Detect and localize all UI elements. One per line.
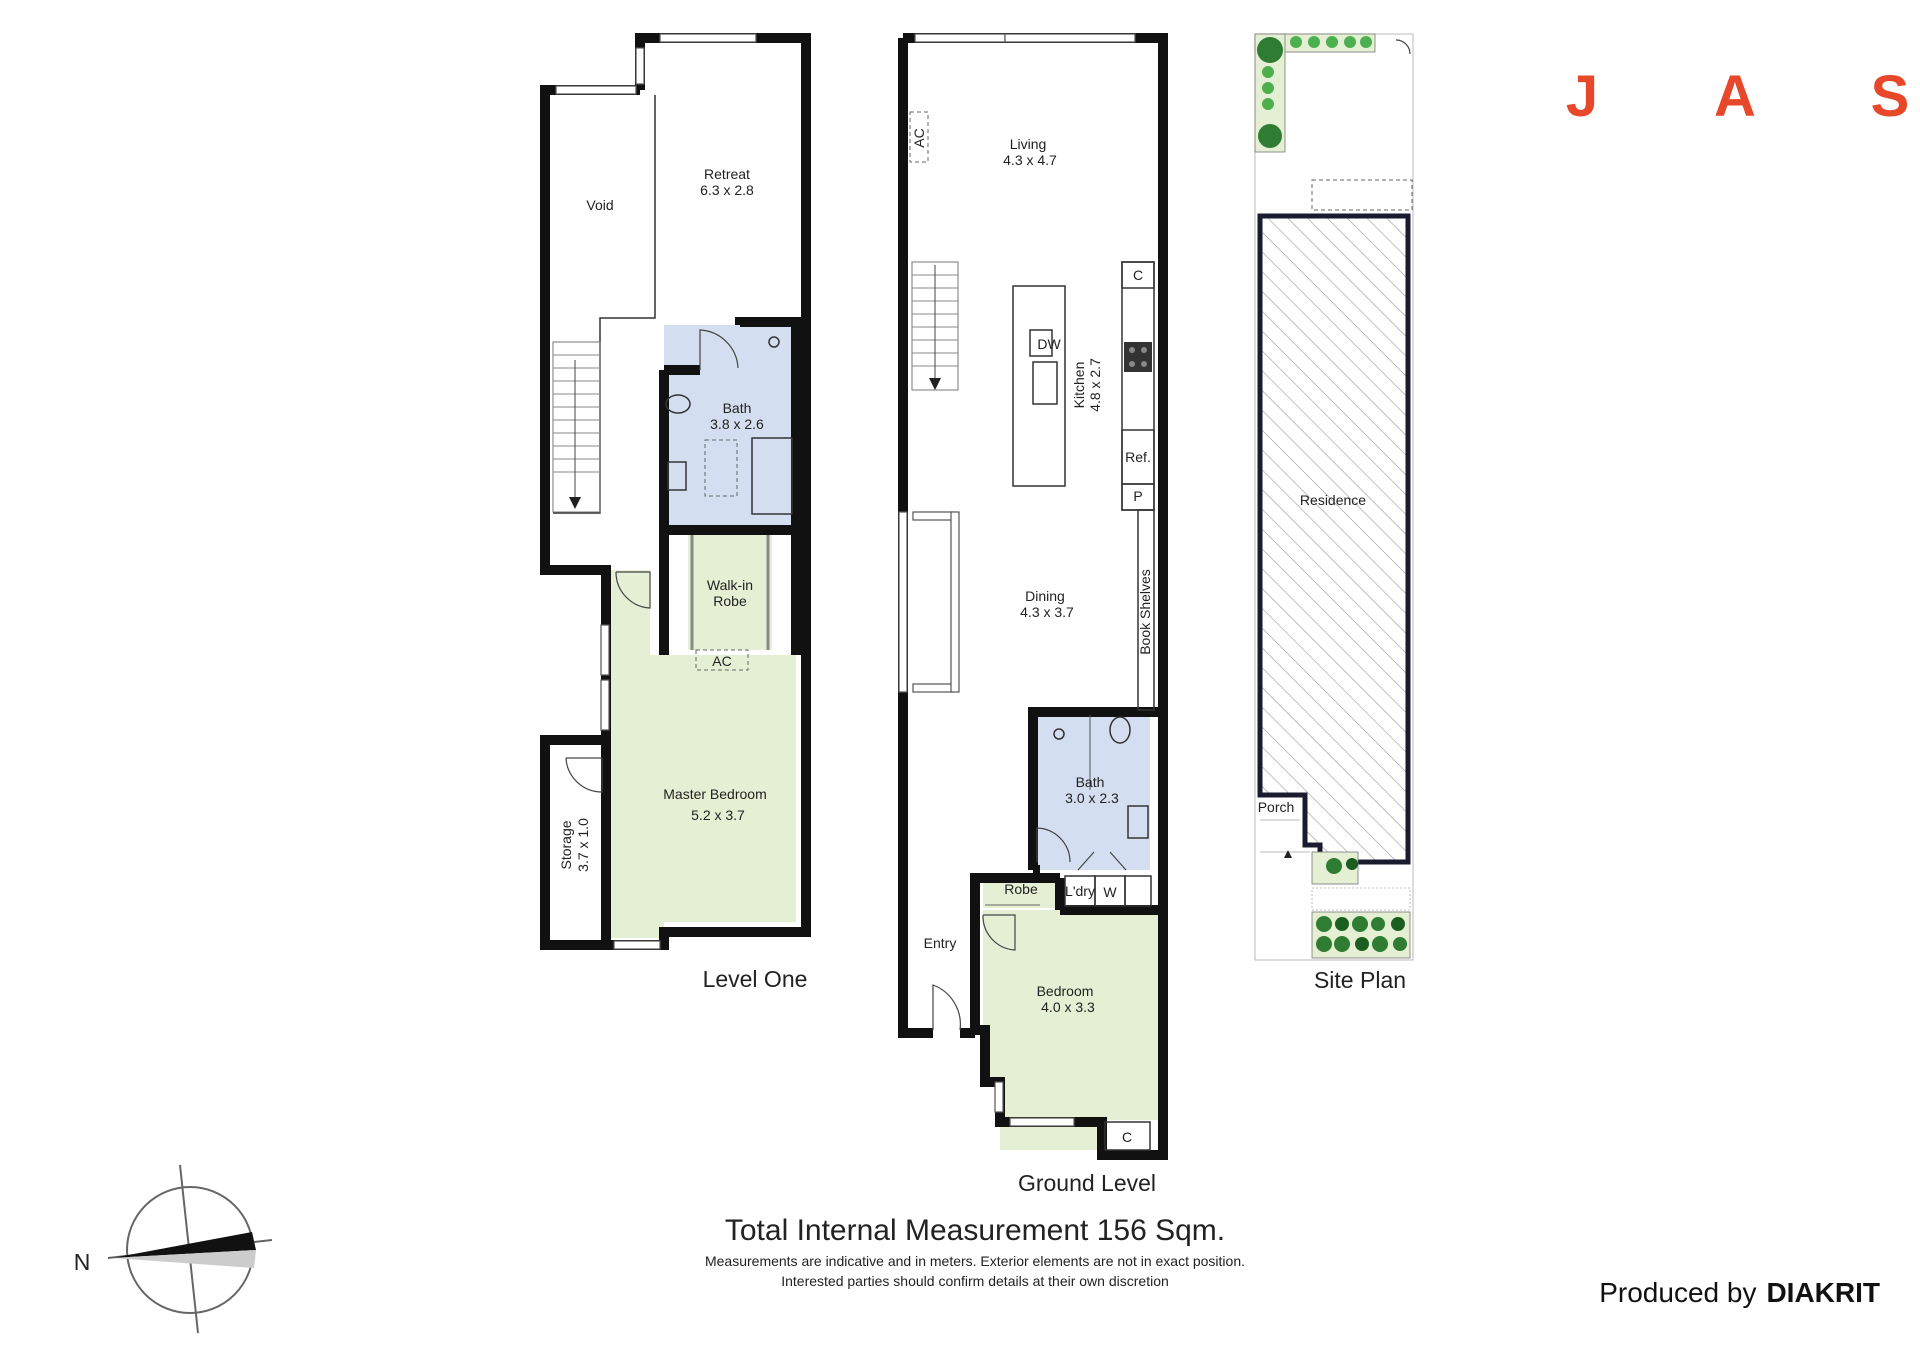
l1-bath-dims: 3.8 x 2.6 <box>710 416 764 432</box>
gl-robe-label: Robe <box>1004 881 1038 897</box>
gl-bath-floor <box>1035 712 1150 870</box>
company-name: DIAKRIT <box>1766 1277 1880 1308</box>
gl-stairs <box>911 261 959 391</box>
compass-label: N <box>74 1249 91 1275</box>
l1-bath-floor <box>664 325 796 525</box>
compass: N <box>74 1164 273 1334</box>
gl-ac-label: AC <box>911 128 927 147</box>
residence-footprint <box>1257 213 1411 865</box>
disclaimer-line-1: Measurements are indicative and in meter… <box>705 1253 1245 1269</box>
l1-robe-line2: Robe <box>713 593 747 609</box>
site-residence-label: Residence <box>1300 492 1366 508</box>
kitchen-bench <box>1121 261 1155 511</box>
gl-bath-name: Bath <box>1076 774 1105 790</box>
l1-robe-line1: Walk-in <box>707 577 753 593</box>
gl-c-top-label: C <box>1133 267 1143 283</box>
gl-c-bottom-label: C <box>1122 1129 1132 1145</box>
l1-bath-name: Bath <box>723 400 752 416</box>
kitchen-island <box>1012 285 1066 487</box>
gl-bedroom-dims: 4.0 x 3.3 <box>1041 999 1095 1015</box>
book-shelves <box>1137 509 1155 711</box>
brand-logo: J A S <box>1566 64 1909 129</box>
level-one-caption: Level One <box>703 966 808 992</box>
gl-dining-dims: 4.3 x 3.7 <box>1020 604 1074 620</box>
l1-stairs <box>552 341 601 513</box>
l1-robe-floor <box>688 535 772 650</box>
brand-letter-j: J <box>1566 64 1598 129</box>
l1-storage-name: Storage <box>558 820 574 869</box>
gl-living-dims: 4.3 x 4.7 <box>1003 152 1057 168</box>
gl-dining-name: Dining <box>1025 588 1065 604</box>
gl-bedroom-name: Bedroom <box>1037 983 1094 999</box>
produced-by: Produced by DIAKRIT <box>1599 1277 1880 1308</box>
disclaimer-line-2: Interested parties should confirm detail… <box>781 1273 1169 1289</box>
total-measurement: Total Internal Measurement 156 Sqm. <box>725 1214 1225 1247</box>
level-one-plan: Void Retreat 6.3 x 2.8 Bath 3.8 x 2.6 Wa… <box>540 33 811 992</box>
gl-ref-label: Ref. <box>1125 449 1151 465</box>
l1-retreat-dims: 6.3 x 2.8 <box>700 182 754 198</box>
l1-retreat-name: Retreat <box>704 166 750 182</box>
produced-by-text: Produced by <box>1599 1277 1756 1308</box>
site-plan-caption: Site Plan <box>1314 967 1406 993</box>
gl-kitchen-name: Kitchen <box>1071 362 1087 409</box>
l1-master-door <box>615 571 651 609</box>
gl-bath-dims: 3.0 x 2.3 <box>1065 790 1119 806</box>
compass-needle-icon <box>112 1232 256 1258</box>
gl-outer-wall <box>903 33 1168 1160</box>
cooktop <box>1124 342 1152 372</box>
gl-p-label: P <box>1133 488 1142 504</box>
garden-trees <box>1254 33 1411 959</box>
gl-living-name: Living <box>1010 136 1047 152</box>
gl-book-shelves-label: Book Shelves <box>1137 569 1153 655</box>
ground-level-caption: Ground Level <box>1018 1170 1156 1196</box>
l1-window-top <box>659 33 757 43</box>
l1-ac-label: AC <box>712 653 731 669</box>
brand-letter-a: A <box>1714 64 1756 129</box>
brand-letter-s: S <box>1871 64 1910 129</box>
gl-dw-label: DW <box>1037 336 1061 352</box>
site-plan: Residence Porch Site Plan <box>1254 33 1414 993</box>
ground-level-plan: AC DW C Ref. P Book Shelves L'dry W <box>898 33 1168 1196</box>
gl-entry-label: Entry <box>924 935 957 951</box>
l1-master-name: Master Bedroom <box>663 786 766 802</box>
l1-master-dims: 5.2 x 3.7 <box>691 807 745 823</box>
gl-kitchen-dims: 4.8 x 2.7 <box>1087 358 1103 412</box>
l1-storage-dims: 3.7 x 1.0 <box>575 818 591 872</box>
l1-void-label: Void <box>586 197 613 213</box>
site-porch-label: Porch <box>1258 799 1295 815</box>
l1-bath-door <box>699 329 739 370</box>
l1-storage-door <box>565 757 603 793</box>
gl-w-label: W <box>1103 884 1117 900</box>
gl-laundry-label: L'dry <box>1065 883 1095 899</box>
gl-bedroom-floor <box>983 910 1160 1150</box>
